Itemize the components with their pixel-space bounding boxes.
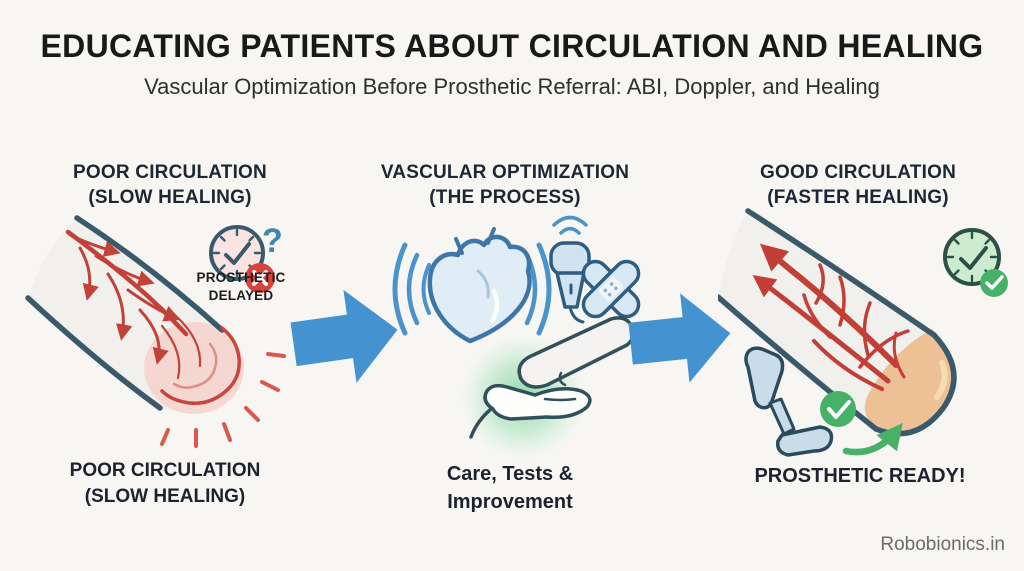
heading-poor-circulation: POOR CIRCULATION (SLOW HEALING) xyxy=(73,162,267,208)
care-hands-icon xyxy=(459,316,635,461)
delayed-clock-icon xyxy=(209,225,275,293)
limb-poor-icon xyxy=(25,215,286,448)
approved-check-icon xyxy=(820,391,856,427)
caption-poor-circulation: POOR CIRCULATION (SLOW HEALING) xyxy=(69,460,261,507)
question-mark-icon: ? xyxy=(262,222,283,260)
pain-dashes-icon xyxy=(160,352,286,448)
flow-arrow-icon xyxy=(290,289,398,383)
bandages-icon xyxy=(581,259,641,319)
good-circulation-limb-illustration xyxy=(718,208,1008,457)
flow-arrow-icon xyxy=(628,293,731,383)
check-badge-icon xyxy=(980,269,1008,297)
improvement-arrow-icon xyxy=(842,422,903,456)
prosthetic-leg-icon xyxy=(744,346,834,457)
healed-skin-tip xyxy=(864,329,956,432)
page-title: EDUCATING PATIENTS ABOUT CIRCULATION AND… xyxy=(40,28,984,64)
heart-icon xyxy=(427,227,532,344)
poor-circulation-limb-illustration xyxy=(25,215,286,448)
brand-watermark: Robobionics.in xyxy=(880,534,1005,555)
vascular-optimization-illustration xyxy=(392,215,641,461)
doppler-probe-icon xyxy=(549,215,591,324)
heading-vascular-optimization: VASCULAR OPTIMIZATION (THE PROCESS) xyxy=(380,162,630,208)
ready-clock-icon xyxy=(943,228,1008,297)
page-subtitle: Vascular Optimization Before Prosthetic … xyxy=(144,74,880,99)
x-badge-icon xyxy=(245,263,275,293)
caption-care-tests-improvement: Care, Tests & Improvement xyxy=(446,463,574,513)
heading-good-circulation: GOOD CIRCULATION (FASTER HEALING) xyxy=(759,162,956,208)
healthy-vessels-icon xyxy=(752,243,910,391)
prosthetic-delayed-label: PROSTHETIC DELAYED xyxy=(196,270,286,303)
poor-vessels-icon xyxy=(65,229,202,380)
caption-prosthetic-ready: PROSTHETIC READY! xyxy=(754,465,966,487)
